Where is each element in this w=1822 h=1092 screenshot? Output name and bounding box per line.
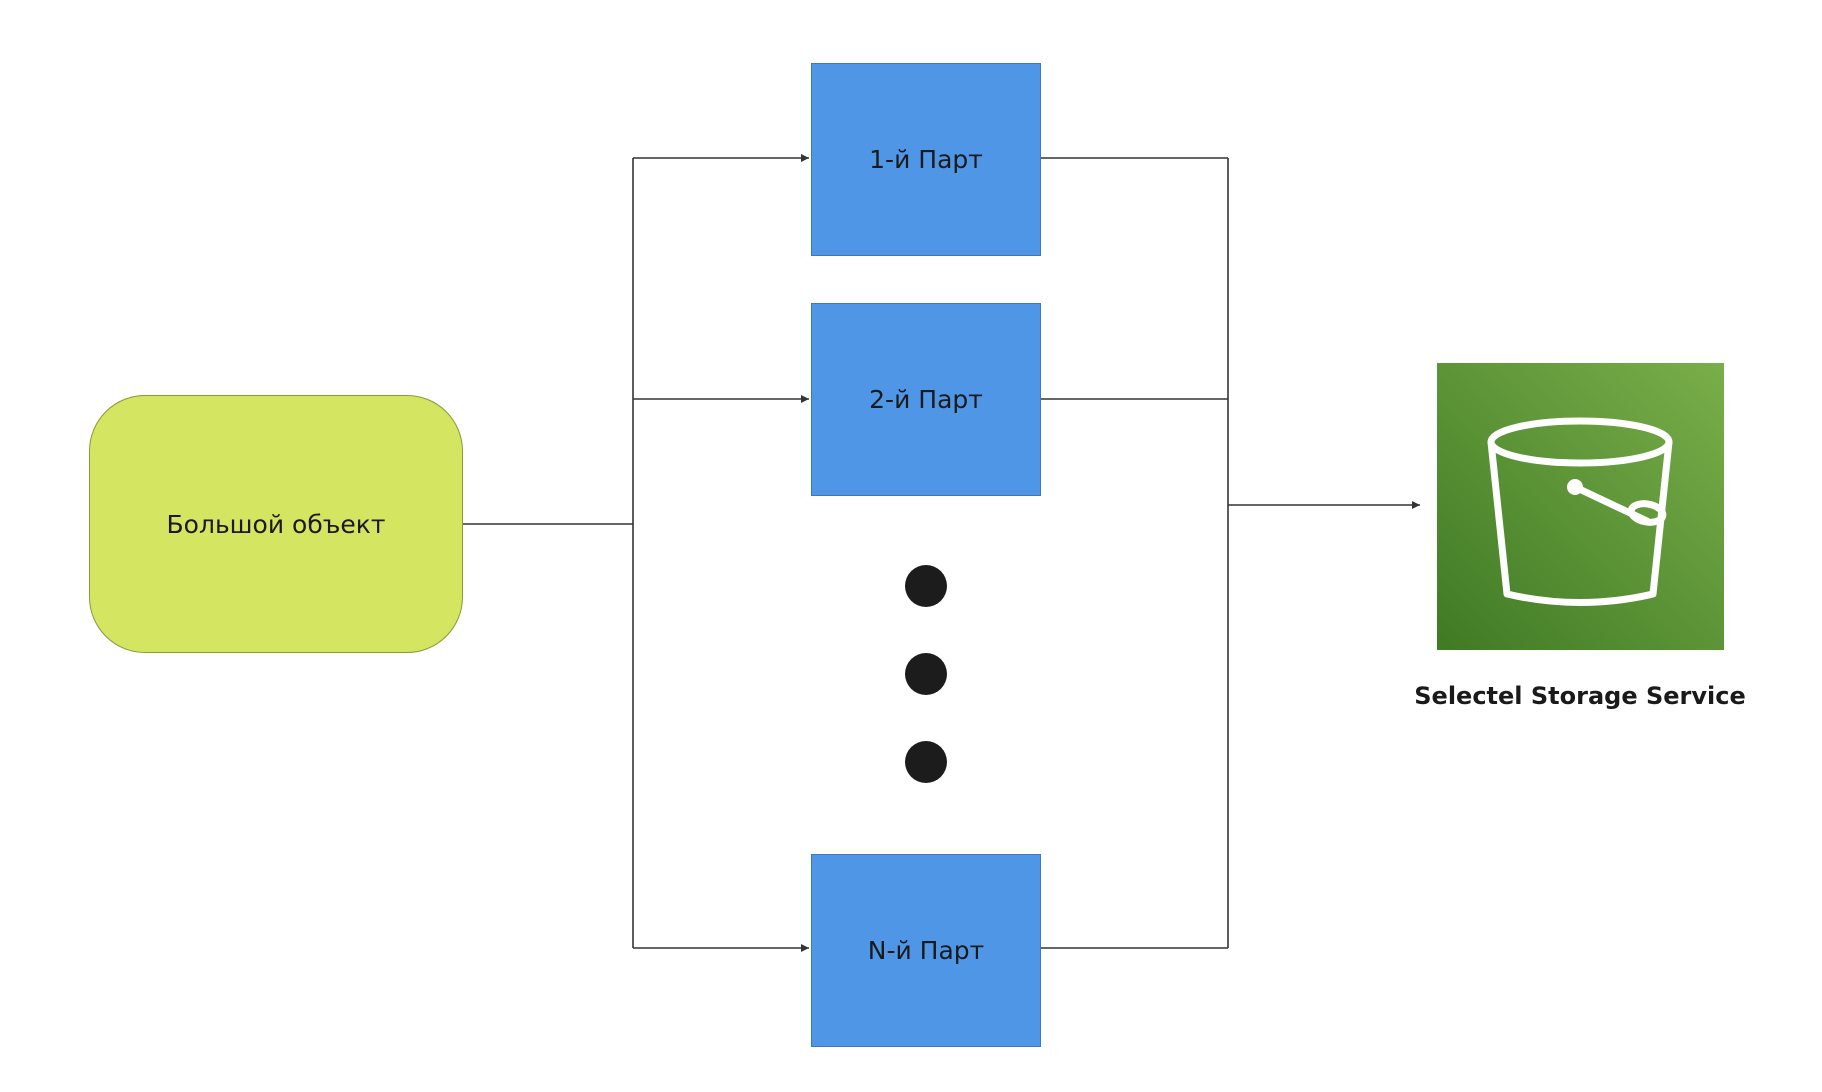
part-node-2: 2-й Парт xyxy=(811,303,1041,496)
ellipsis-dot xyxy=(905,741,947,783)
part-node-1: 1-й Парт xyxy=(811,63,1041,256)
large-object-node: Большой объект xyxy=(89,395,463,653)
part-label-n: N-й Парт xyxy=(867,936,985,965)
part-node-n: N-й Парт xyxy=(811,854,1041,1047)
bucket-icon xyxy=(1437,363,1724,650)
ellipsis-dot xyxy=(905,565,947,607)
storage-service-label: Selectel Storage Service xyxy=(1414,682,1746,710)
part-label-2: 2-й Парт xyxy=(869,385,983,414)
large-object-label: Большой объект xyxy=(166,509,386,539)
part-label-1: 1-й Парт xyxy=(869,145,983,174)
ellipsis-dot xyxy=(905,653,947,695)
